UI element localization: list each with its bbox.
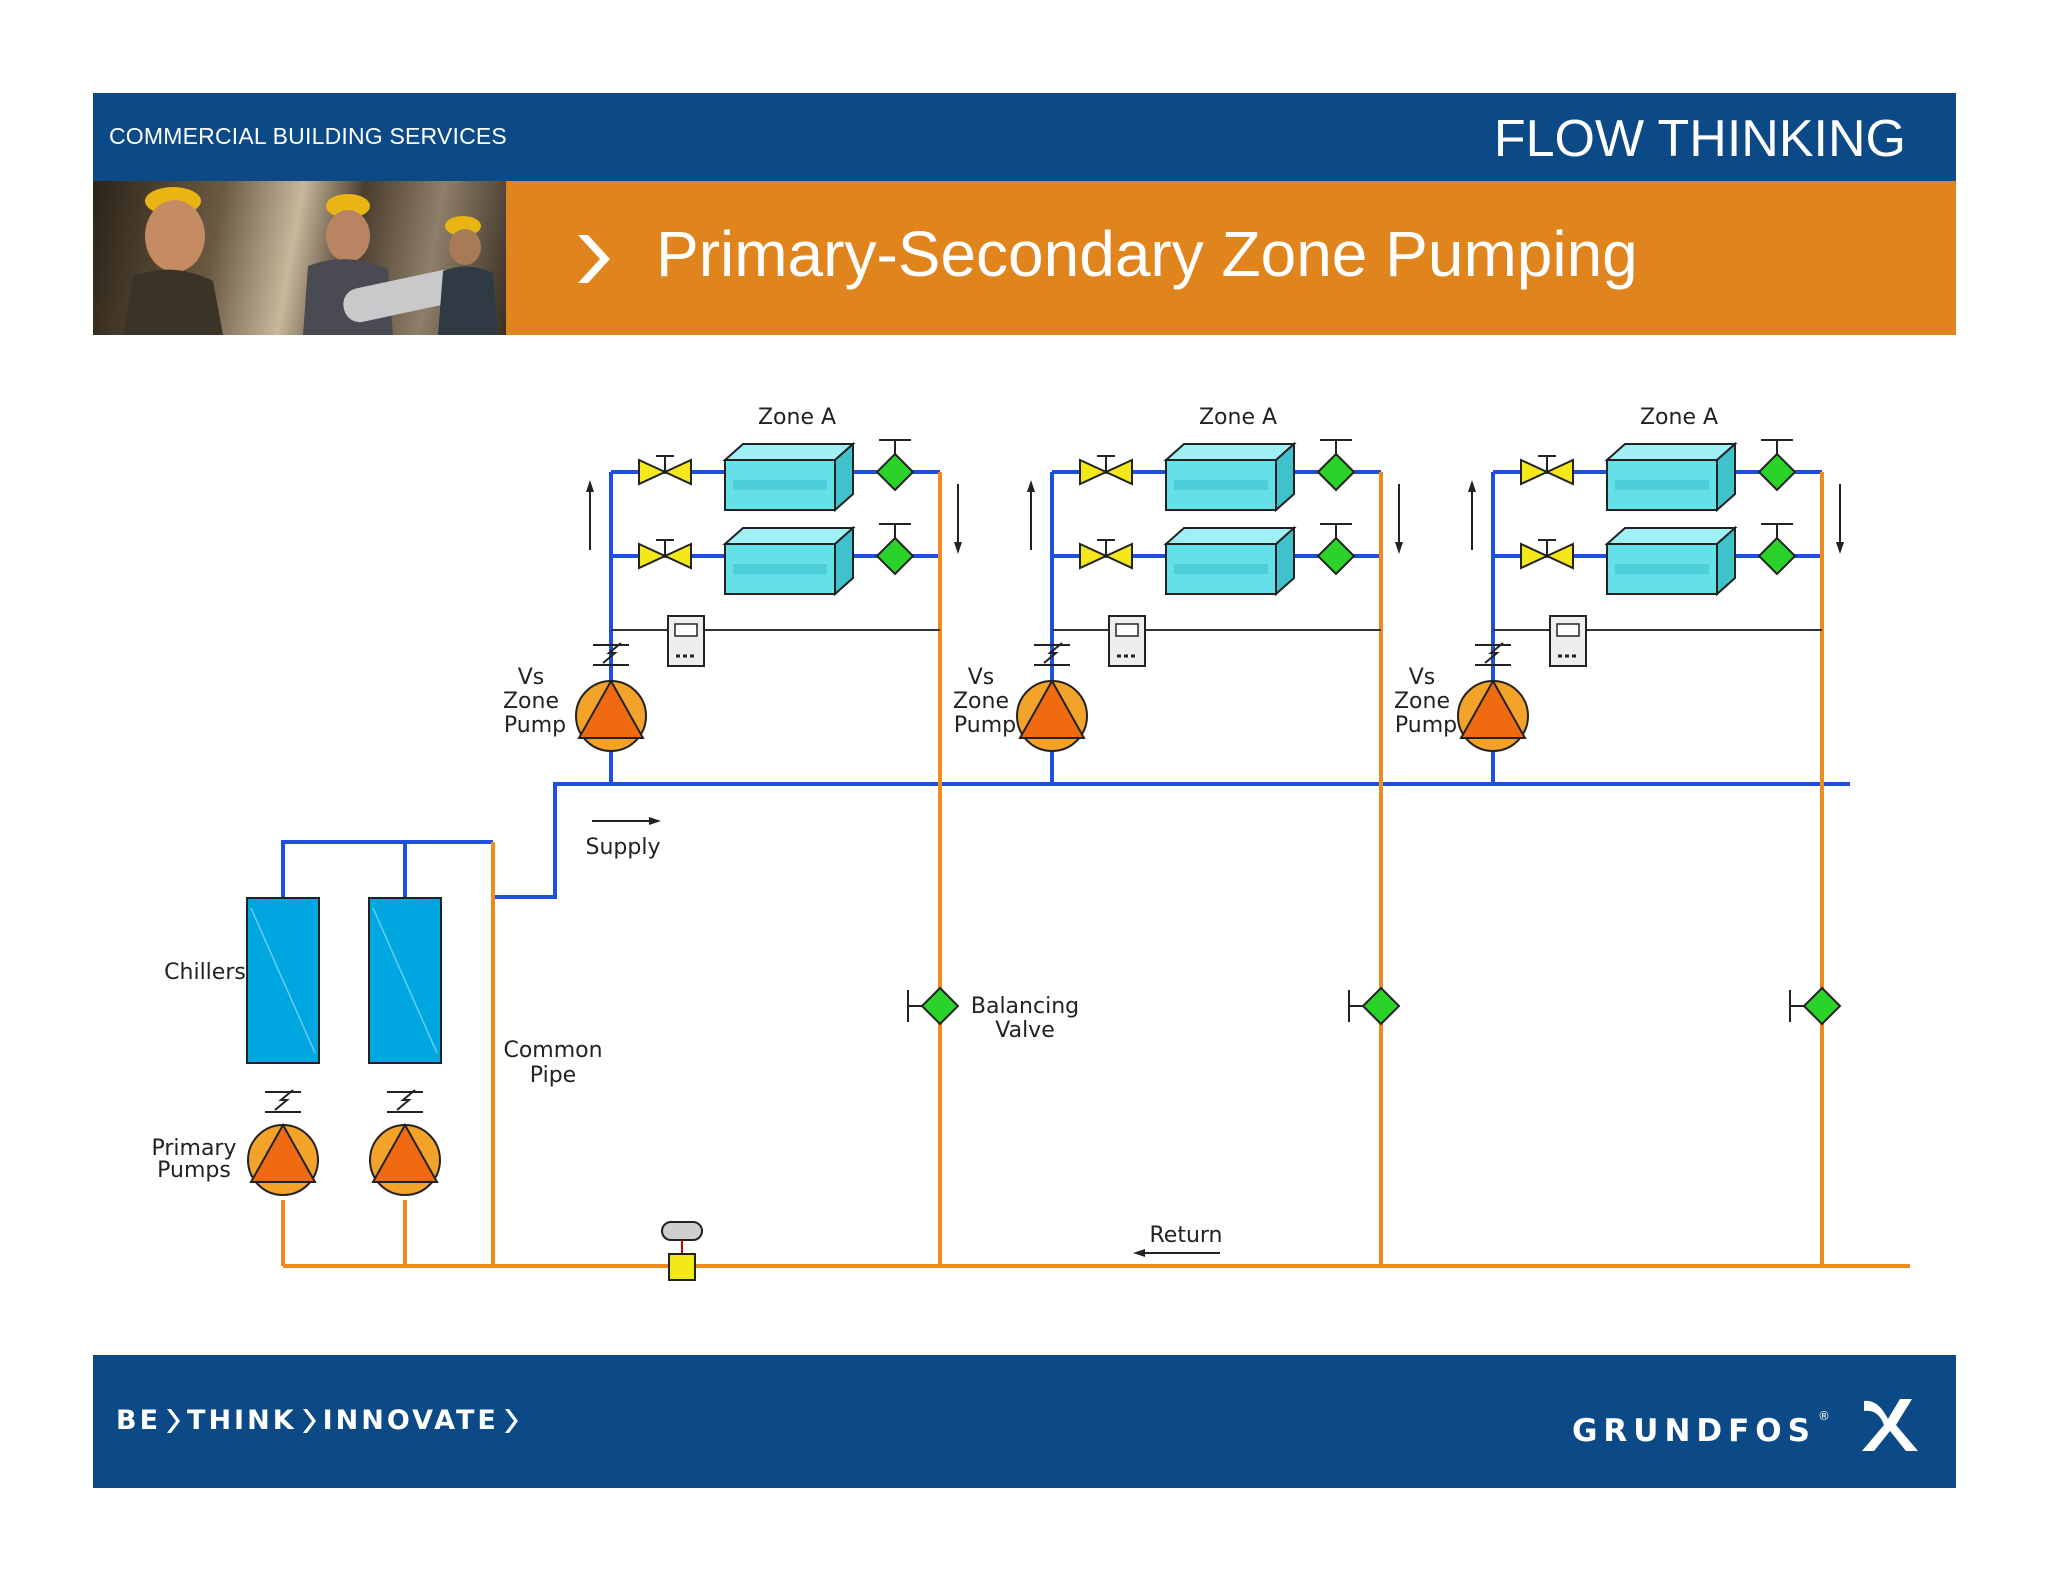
common-pipe-label-line: Pipe <box>530 1063 576 1088</box>
common-pipe-label: Common Pipe <box>503 1038 602 1088</box>
zone-pump-label-line: Vs <box>518 665 545 690</box>
balancing-valve-label-line: Valve <box>995 1018 1055 1043</box>
balancing-valve-label-line: Balancing <box>971 994 1079 1019</box>
primary-pumps-label-line: Primary <box>151 1136 236 1161</box>
zone-pump-label-line: Zone <box>503 689 559 714</box>
zone-pump-label-line: Zone <box>953 689 1009 714</box>
header-bar: COMMERCIAL BUILDING SERVICES FLOW THINKI… <box>93 93 1956 181</box>
chiller-1 <box>246 897 320 1196</box>
zone-label-3: Zone A <box>1640 405 1718 430</box>
zone-unit-2 <box>1015 438 1405 1268</box>
zone-pump-label-3: Vs Zone Pump <box>1394 665 1457 738</box>
zone-pump-label-line: Pump <box>954 713 1016 738</box>
slogan: BE THINK INNOVATE <box>116 1405 525 1439</box>
zone-label-1: Zone A <box>758 405 836 430</box>
workers-photo <box>93 181 506 335</box>
title-bar: Primary-Secondary Zone Pumping <box>506 181 1956 335</box>
balancing-valve-1 <box>907 986 960 1026</box>
brand-name: GRUNDFOS <box>1571 1413 1816 1449</box>
expansion-tank <box>661 1221 703 1281</box>
pumping-diagram: Zone A Zone A Zone A Vs Zone Pump Vs Zon… <box>125 380 1925 1315</box>
zone-pump-label-line: Zone <box>1394 689 1450 714</box>
chevron-right-icon <box>167 1408 181 1433</box>
zone-pump-label-line: Vs <box>968 665 995 690</box>
brand-registered-mark: ® <box>1818 1409 1830 1423</box>
zone-label-2: Zone A <box>1199 405 1277 430</box>
zone-pump-label-line: Pump <box>504 713 566 738</box>
zone-pump-label-line: Vs <box>1409 665 1436 690</box>
zone-pump-label-2: Vs Zone Pump <box>953 665 1016 738</box>
primary-pumps-label-line: Pumps <box>157 1158 231 1183</box>
zone-pump-label-line: Pump <box>1395 713 1457 738</box>
primary-pumps-label: Primary Pumps <box>151 1136 236 1183</box>
workers-photo-art <box>123 187 498 335</box>
balancing-valve-3 <box>1789 986 1842 1026</box>
supply-label: Supply <box>586 835 661 860</box>
header-tagline: FLOW THINKING <box>1493 110 1906 168</box>
page-title: Primary-Secondary Zone Pumping <box>656 218 1638 290</box>
grundfos-brand: GRUNDFOS ® <box>1506 1395 1926 1455</box>
slogan-think: THINK <box>187 1405 297 1436</box>
chevron-right-icon <box>302 1408 316 1433</box>
footer-bar: BE THINK INNOVATE GRUNDFOS ® <box>93 1355 1956 1488</box>
chiller-2 <box>368 897 442 1196</box>
pumping-diagram-canvas: Zone A Zone A Zone A Vs Zone Pump Vs Zon… <box>151 405 1910 1281</box>
zone-unit-3 <box>1456 438 1846 1268</box>
slogan-innovate: INNOVATE <box>322 1405 499 1436</box>
chillers-label: Chillers <box>164 960 246 985</box>
grundfos-logo-icon <box>1862 1399 1918 1451</box>
header-section-label: COMMERCIAL BUILDING SERVICES <box>109 123 507 149</box>
common-pipe-label-line: Common <box>503 1038 602 1063</box>
chevron-right-icon <box>504 1408 518 1433</box>
slogan-be: BE <box>116 1405 162 1436</box>
chevron-right-icon <box>578 235 610 283</box>
return-label: Return <box>1149 1223 1222 1248</box>
balancing-valve-2 <box>1348 986 1401 1026</box>
balancing-valve-label: Balancing Valve <box>971 994 1079 1043</box>
zone-pump-label-1: Vs Zone Pump <box>503 665 566 738</box>
